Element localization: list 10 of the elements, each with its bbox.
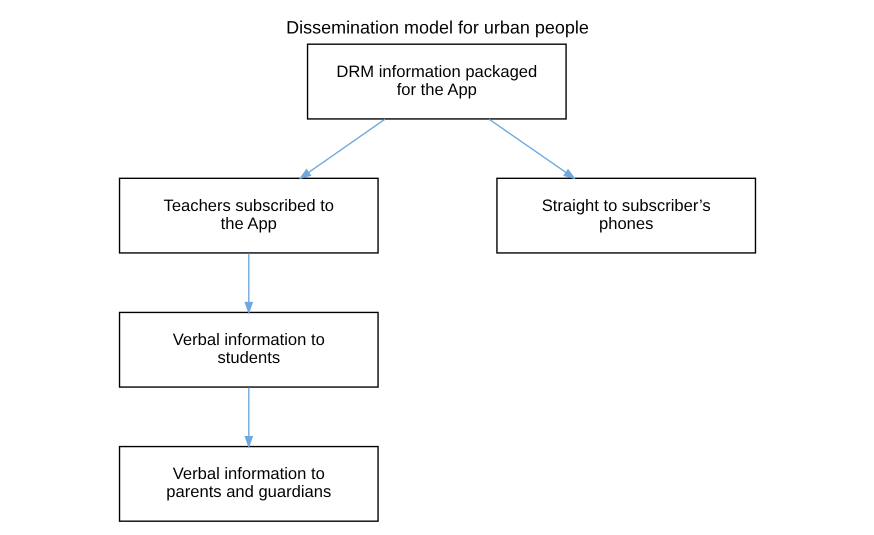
node-box: DRM information packaged for the App [306,44,566,120]
node-box: Teachers subscribed to the App [118,178,378,254]
arrow [488,118,576,180]
arrow [298,118,385,180]
arrow [244,387,253,448]
node-box: Verbal information to students [118,312,378,388]
node-box: Verbal information to parents and guardians [118,446,378,522]
node-box: Straight to subscriber’s phones [496,178,756,254]
diagram-title: Dissemination model for urban people [286,18,588,38]
arrow [244,253,253,314]
